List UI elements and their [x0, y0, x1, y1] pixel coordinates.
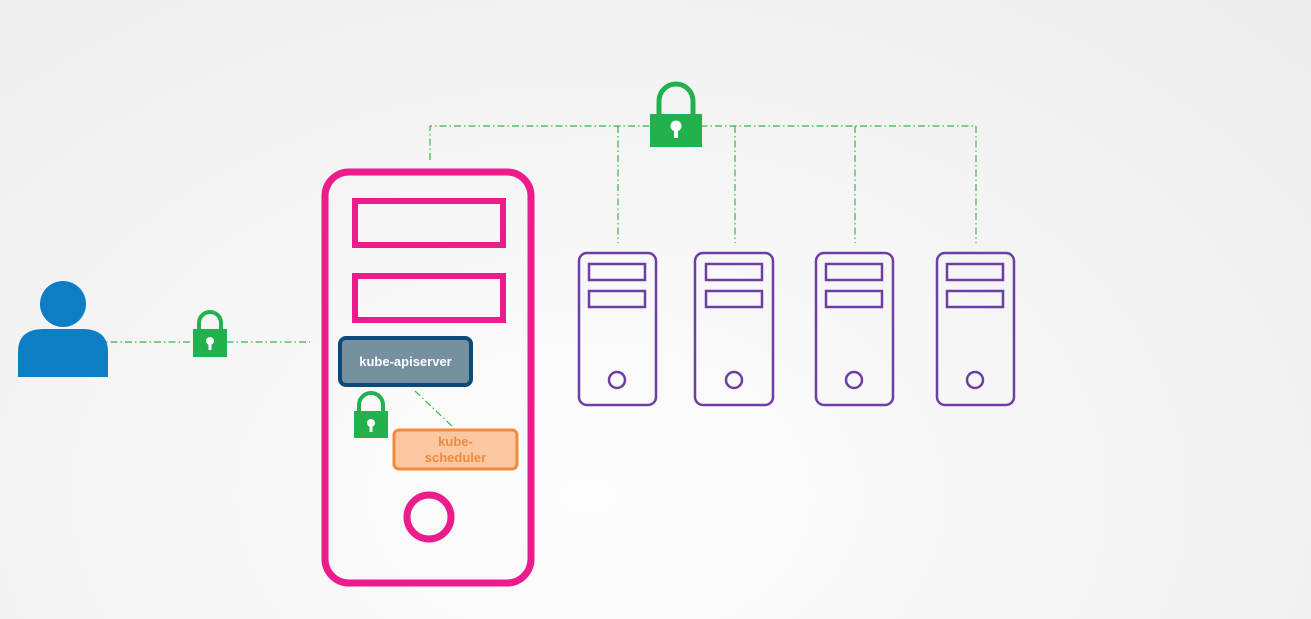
worker-power-button	[724, 370, 744, 390]
padlock-icon	[354, 391, 388, 438]
worker-power-button	[844, 370, 864, 390]
worker-drive-bay	[587, 289, 647, 309]
padlock-icon	[193, 310, 227, 357]
kube-apiserver-label: kube-apiserver	[359, 354, 452, 369]
worker-drive-bay	[704, 289, 764, 309]
master-drive-bay-top	[352, 198, 506, 248]
worker-power-button	[965, 370, 985, 390]
master-drive-bay-bottom	[352, 273, 506, 323]
worker-node-server-icon	[935, 251, 1016, 407]
worker-node-server-icon	[814, 251, 895, 407]
worker-power-button	[607, 370, 627, 390]
link-apiserver-to-scheduler	[414, 390, 455, 429]
worker-drive-bay	[945, 289, 1005, 309]
worker-drive-bay	[945, 262, 1005, 282]
worker-drive-bay	[824, 262, 884, 282]
user-icon	[18, 281, 108, 377]
worker-drive-bay	[824, 289, 884, 309]
link-master-bus	[429, 125, 976, 160]
worker-node-server-icon	[693, 251, 775, 407]
worker-drive-bay	[704, 262, 764, 282]
kube-scheduler-box: kube- scheduler	[392, 428, 519, 471]
worker-node-server-icon	[577, 251, 658, 407]
padlock-icon	[650, 81, 702, 147]
kube-apiserver-box: kube-apiserver	[338, 336, 473, 387]
kube-scheduler-label-line1: kube-	[438, 434, 473, 449]
master-node-server-icon	[321, 168, 535, 587]
master-power-button	[403, 491, 455, 543]
kube-scheduler-label-line2: scheduler	[425, 450, 486, 465]
worker-drive-bay	[587, 262, 647, 282]
network-links	[96, 125, 977, 429]
